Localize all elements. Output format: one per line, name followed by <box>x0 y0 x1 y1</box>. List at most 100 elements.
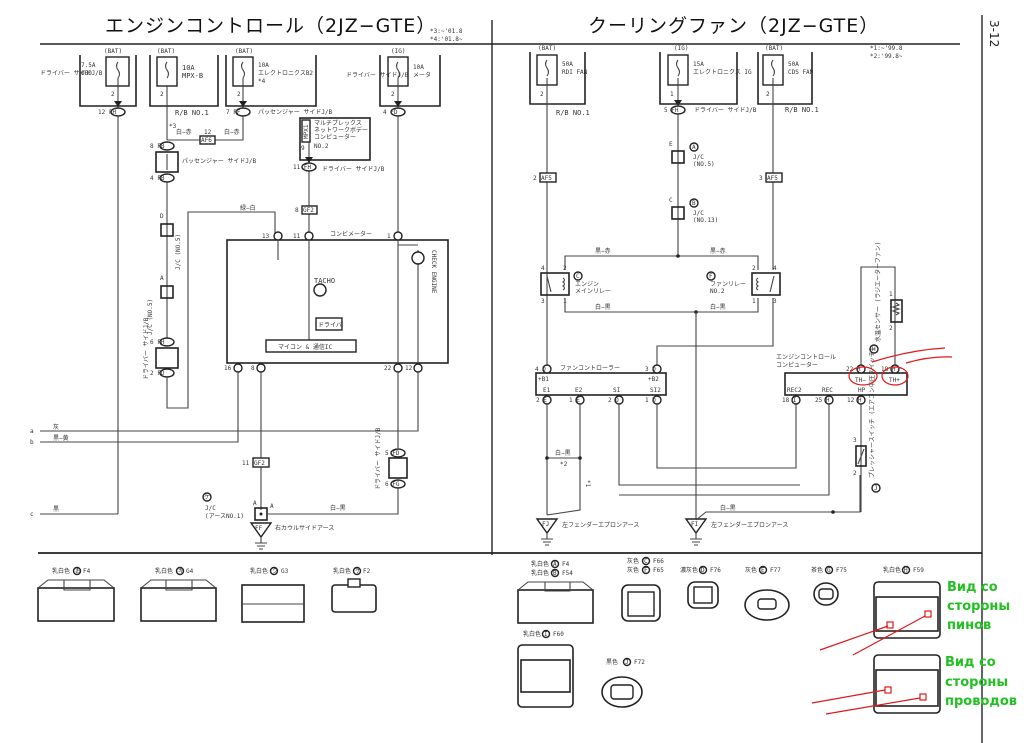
svg-text:CDS FAN: CDS FAN <box>788 69 814 76</box>
svg-text:6 FH: 6 FH <box>150 339 165 346</box>
svg-text:(IG): (IG) <box>674 45 688 52</box>
svg-text:J/C: J/C <box>205 505 216 512</box>
svg-text:C: C <box>576 273 580 280</box>
svg-text:AF5: AF5 <box>541 175 552 182</box>
svg-text:ドライバー サイドJ/B: ドライバー サイドJ/B <box>346 72 409 79</box>
svg-text:I: I <box>544 631 548 638</box>
svg-text:MPX1: MPX1 <box>303 124 310 139</box>
svg-text:a: a <box>30 428 34 435</box>
svg-text:10A: 10A <box>258 62 269 69</box>
svg-text:A: A <box>270 503 274 510</box>
wire-side-annotation: Вид со стороны проводов <box>945 655 1017 709</box>
svg-text:J/C (NO.5): J/C (NO.5) <box>147 299 154 335</box>
svg-text:пинов: пинов <box>947 618 991 633</box>
svg-text:9: 9 <box>301 145 305 152</box>
svg-text:F4: F4 <box>83 568 91 575</box>
svg-text:黒−赤: 黒−赤 <box>595 248 611 255</box>
svg-text:A: A <box>692 144 696 151</box>
svg-text:(アースNO.1): (アースNO.1) <box>205 513 244 520</box>
svg-text:J/C (NO.5): J/C (NO.5) <box>175 234 182 270</box>
svg-text:F75: F75 <box>836 567 847 574</box>
svg-text:11: 11 <box>293 233 301 240</box>
svg-text:F4: F4 <box>562 561 570 568</box>
svg-text:乳白色: 乳白色 <box>523 630 541 638</box>
svg-text:2: 2 <box>533 175 537 182</box>
svg-text:*2: *2 <box>560 461 568 468</box>
svg-text:(NO.5): (NO.5) <box>693 161 715 168</box>
connector-f60: 乳白色 I F60 <box>517 629 574 708</box>
svg-text:2: 2 <box>752 265 756 272</box>
svg-text:TACHO: TACHO <box>314 277 335 285</box>
svg-text:12 H: 12 H <box>847 397 862 404</box>
connector-g3: 乳白色 ク G3 <box>241 566 305 623</box>
svg-text:F72: F72 <box>634 659 645 666</box>
connector-f66-f65: 灰色 C F66 灰色 F F65 <box>621 556 664 622</box>
svg-text:b: b <box>30 439 34 446</box>
svg-text:乳白色: 乳白色 <box>333 567 351 575</box>
svg-text:5 FH: 5 FH <box>664 107 679 114</box>
svg-text:проводов: проводов <box>945 694 1017 709</box>
fuse-electronics-b2: (BAT) 10A エレクトロニクスB2 *4 2 7 PF パッセンジャー サ… <box>225 48 333 117</box>
svg-text:R/B NO.1: R/B NO.1 <box>175 109 209 117</box>
svg-text:C: C <box>644 558 648 565</box>
svg-text:стороны: стороны <box>945 675 1008 690</box>
svg-text:2 FD: 2 FD <box>150 370 165 377</box>
svg-text:(NO.13): (NO.13) <box>693 217 718 224</box>
svg-text:12 FH: 12 FH <box>98 109 116 116</box>
connector-f75: 茶色 G F75 <box>811 565 847 606</box>
svg-text:AF5: AF5 <box>767 175 778 182</box>
svg-text:11 FH: 11 FH <box>293 164 311 171</box>
svg-text:F66: F66 <box>653 558 664 565</box>
svg-text:お: お <box>75 568 81 575</box>
svg-text:C: C <box>669 197 673 204</box>
svg-text:13: 13 <box>262 233 270 240</box>
fuse-cds-fan: (BAT) 50A CDS FAN 2 R/B NO.1 <box>757 45 819 114</box>
svg-text:ドライバー サイドJ/B: ドライバー サイドJ/B <box>322 166 385 173</box>
svg-text:стороны: стороны <box>947 599 1010 614</box>
svg-text:(BAT): (BAT) <box>104 48 122 55</box>
connector-f72: 黒色 J F72 <box>601 657 645 708</box>
svg-text:7 PF: 7 PF <box>226 109 241 116</box>
svg-text:右カウルサイドアース: 右カウルサイドアース <box>275 524 334 532</box>
svg-text:4 FB: 4 FB <box>150 175 165 182</box>
svg-text:+B2: +B2 <box>648 376 659 383</box>
svg-text:F65: F65 <box>653 567 664 574</box>
svg-text:E: E <box>669 141 673 148</box>
left-title: エンジンコントロール（2JZ−GTE） <box>105 15 436 37</box>
right-note-1: *1:~'99.8 <box>870 45 903 52</box>
svg-text:(BAT): (BAT) <box>538 45 556 52</box>
svg-text:12: 12 <box>405 365 413 372</box>
svg-text:1: 1 <box>670 91 674 98</box>
svg-text:1: 1 <box>563 298 567 305</box>
svg-text:F60: F60 <box>553 631 564 638</box>
svg-text:10A: 10A <box>413 64 424 71</box>
connector-f4-f54: 乳白色 A F4 乳白色 B F54 <box>517 559 594 624</box>
svg-text:2: 2 <box>160 91 164 98</box>
svg-text:ファンリレー: ファンリレー <box>710 281 746 288</box>
svg-text:乳白色: 乳白色 <box>52 567 70 575</box>
connector-f2: 乳白色 ケ F2 <box>331 566 377 613</box>
svg-text:18 I: 18 I <box>782 397 797 404</box>
svg-text:乳白色: 乳白色 <box>250 567 268 575</box>
svg-text:FI: FI <box>691 521 699 528</box>
svg-text:パッセンジャー サイドJ/B: パッセンジャー サイドJ/B <box>258 109 333 116</box>
svg-text:G3: G3 <box>281 568 289 575</box>
svg-text:8 FB: 8 FB <box>150 143 165 150</box>
svg-text:11: 11 <box>242 460 250 467</box>
svg-text:22: 22 <box>384 365 392 372</box>
svg-text:4: 4 <box>773 265 777 272</box>
svg-text:F76: F76 <box>710 567 721 574</box>
svg-text:3: 3 <box>773 298 777 305</box>
svg-text:J/C: J/C <box>693 154 704 161</box>
svg-text:乳白色: 乳白色 <box>883 566 901 574</box>
svg-text:4 D: 4 D <box>535 366 546 373</box>
svg-text:F59: F59 <box>913 567 924 574</box>
svg-text:A: A <box>253 500 257 507</box>
svg-text:B: B <box>553 570 557 577</box>
svg-text:*1: *1 <box>584 480 591 488</box>
svg-text:E1: E1 <box>543 387 551 394</box>
svg-text:REC: REC <box>822 387 833 394</box>
svg-text:濃灰色: 濃灰色 <box>680 566 698 574</box>
svg-text:(BAT): (BAT) <box>235 48 253 55</box>
